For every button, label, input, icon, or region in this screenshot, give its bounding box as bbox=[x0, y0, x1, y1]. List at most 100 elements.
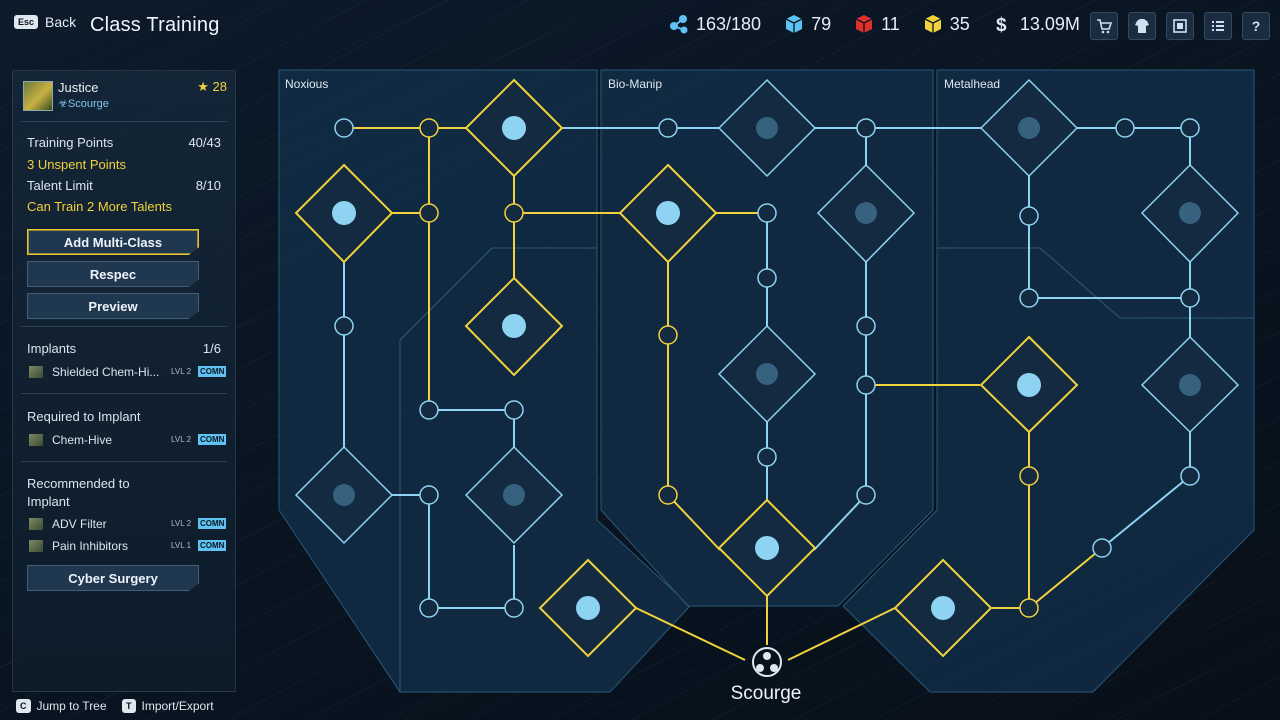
metalhead-swirl-talent[interactable] bbox=[1140, 163, 1240, 264]
metalhead-spine-talent[interactable] bbox=[979, 78, 1079, 178]
implant-name: Pain Inhibitors bbox=[52, 539, 129, 553]
minor-node[interactable] bbox=[856, 375, 876, 395]
esc-keycap: Esc bbox=[14, 15, 39, 29]
character-card: Justice ☣Scourge ★ 28 bbox=[21, 79, 229, 113]
implant-tier-badge: COMN bbox=[198, 366, 227, 377]
respec-button[interactable]: Respec bbox=[27, 261, 199, 287]
currency-money: $ 13.09M bbox=[992, 13, 1080, 36]
cyber-surgery-button[interactable]: Cyber Surgery bbox=[27, 565, 199, 591]
jump-to-tree-hint[interactable]: C Jump to Tree bbox=[16, 699, 107, 713]
minor-node[interactable] bbox=[1180, 466, 1200, 486]
implants-label: Implants bbox=[27, 341, 77, 356]
noxious-hand-talent[interactable] bbox=[464, 78, 564, 178]
minor-node[interactable] bbox=[504, 400, 524, 420]
metalhead-battery-talent[interactable] bbox=[979, 335, 1079, 434]
top-menu: ? bbox=[1090, 12, 1270, 40]
recommended-implant-item[interactable]: Pain Inhibitors LVL 1 COMN bbox=[27, 538, 227, 556]
implant-name: ADV Filter bbox=[52, 517, 107, 531]
implant-tier-badge: COMN bbox=[198, 434, 227, 445]
implant-tier-badge: COMN bbox=[198, 540, 227, 551]
minor-node[interactable] bbox=[504, 598, 524, 618]
noxious-drip-talent[interactable] bbox=[464, 445, 564, 545]
minor-node[interactable] bbox=[334, 118, 354, 138]
recommended-implant-item[interactable]: ADV Filter LVL 2 COMN bbox=[27, 516, 227, 534]
minor-node[interactable] bbox=[658, 118, 678, 138]
metalhead-knot-talent[interactable] bbox=[1140, 335, 1240, 434]
minor-node[interactable] bbox=[1019, 206, 1039, 226]
biomanip-gasmask-talent[interactable] bbox=[717, 324, 817, 424]
noxious-skull-talent[interactable] bbox=[294, 445, 394, 545]
metalhead-circuit-talent[interactable] bbox=[893, 558, 993, 658]
preview-button[interactable]: Preview bbox=[27, 293, 199, 319]
import-export-label: Import/Export bbox=[141, 699, 214, 713]
back-button[interactable]: Esc Back bbox=[14, 14, 76, 30]
minor-node[interactable] bbox=[757, 447, 777, 467]
red-cube-icon bbox=[855, 15, 873, 33]
minor-node[interactable] bbox=[658, 485, 678, 505]
biomanip-grenade-talent[interactable] bbox=[816, 163, 916, 264]
divider bbox=[21, 393, 227, 394]
biomanip-device-talent[interactable] bbox=[717, 498, 817, 598]
avatar bbox=[23, 81, 53, 111]
shop-cart-icon[interactable] bbox=[1090, 12, 1118, 40]
minor-node[interactable] bbox=[1180, 288, 1200, 308]
minor-node[interactable] bbox=[419, 203, 439, 223]
class-sidebar: Justice ☣Scourge ★ 28 Training Points 40… bbox=[12, 70, 236, 692]
character-name: Justice bbox=[58, 80, 99, 95]
minor-node[interactable] bbox=[419, 485, 439, 505]
implant-item[interactable]: Shielded Chem-Hi... LVL 2 COMN bbox=[27, 364, 227, 382]
noxious-biohazard-cloud-talent[interactable] bbox=[294, 163, 394, 264]
implant-icon bbox=[29, 434, 43, 446]
minor-node[interactable] bbox=[757, 203, 777, 223]
root-class-label: Scourge bbox=[730, 683, 802, 704]
map-icon[interactable] bbox=[1166, 12, 1194, 40]
training-points-row: Training Points 40/43 bbox=[27, 135, 229, 150]
add-multiclass-button[interactable]: Add Multi-Class bbox=[27, 229, 199, 255]
minor-node[interactable] bbox=[856, 316, 876, 336]
implant-name: Chem-Hive bbox=[52, 433, 113, 447]
currency-yellow-cubes: 35 bbox=[922, 13, 970, 35]
list-icon[interactable] bbox=[1204, 12, 1232, 40]
minor-node[interactable] bbox=[1092, 538, 1112, 558]
loadout-icon[interactable] bbox=[1128, 12, 1156, 40]
import-export-hint[interactable]: T Import/Export bbox=[122, 699, 214, 713]
required-label: Required to Implant bbox=[27, 409, 141, 424]
minor-node[interactable] bbox=[658, 325, 678, 345]
character-class: ☣Scourge bbox=[58, 97, 109, 110]
help-icon[interactable]: ? bbox=[1242, 12, 1270, 40]
can-train-text: Can Train 2 More Talents bbox=[27, 199, 172, 214]
minor-node[interactable] bbox=[1019, 288, 1039, 308]
character-level: ★ 28 bbox=[197, 79, 227, 95]
minor-node[interactable] bbox=[856, 485, 876, 505]
level-star-icon: ★ bbox=[197, 79, 209, 94]
minor-node[interactable] bbox=[419, 118, 439, 138]
noxious-rocket-talent[interactable] bbox=[538, 558, 638, 658]
minor-node[interactable] bbox=[334, 316, 354, 336]
noxious-chip-shield-talent[interactable] bbox=[464, 276, 564, 377]
svg-text:$: $ bbox=[996, 15, 1007, 35]
minor-node[interactable] bbox=[419, 598, 439, 618]
biomanip-bug-talent[interactable] bbox=[618, 163, 718, 264]
minor-node[interactable] bbox=[504, 203, 524, 223]
yellow-cubes-count: 35 bbox=[949, 13, 970, 34]
minor-node[interactable] bbox=[856, 118, 876, 138]
currency-blue-cubes: 79 bbox=[783, 13, 831, 35]
currency-training-points: 163/180 bbox=[668, 13, 761, 35]
minor-node[interactable] bbox=[1115, 118, 1135, 138]
required-implant-item[interactable]: Chem-Hive LVL 2 COMN bbox=[27, 432, 227, 450]
implant-level: LVL 2 bbox=[171, 367, 192, 376]
training-points-total: 163/180 bbox=[696, 13, 762, 34]
biomanip-medkit-talent[interactable] bbox=[717, 78, 817, 178]
minor-node[interactable] bbox=[757, 268, 777, 288]
minor-node[interactable] bbox=[1019, 598, 1039, 618]
red-cubes-count: 11 bbox=[881, 13, 900, 34]
implants-count: 1/6 bbox=[202, 341, 221, 356]
minor-node[interactable] bbox=[1019, 466, 1039, 486]
minor-node[interactable] bbox=[1180, 118, 1200, 138]
implant-icon bbox=[29, 366, 43, 378]
minor-node[interactable] bbox=[419, 400, 439, 420]
page-title: Class Training bbox=[90, 14, 220, 36]
implant-icon bbox=[29, 518, 43, 530]
back-label: Back bbox=[45, 14, 77, 30]
